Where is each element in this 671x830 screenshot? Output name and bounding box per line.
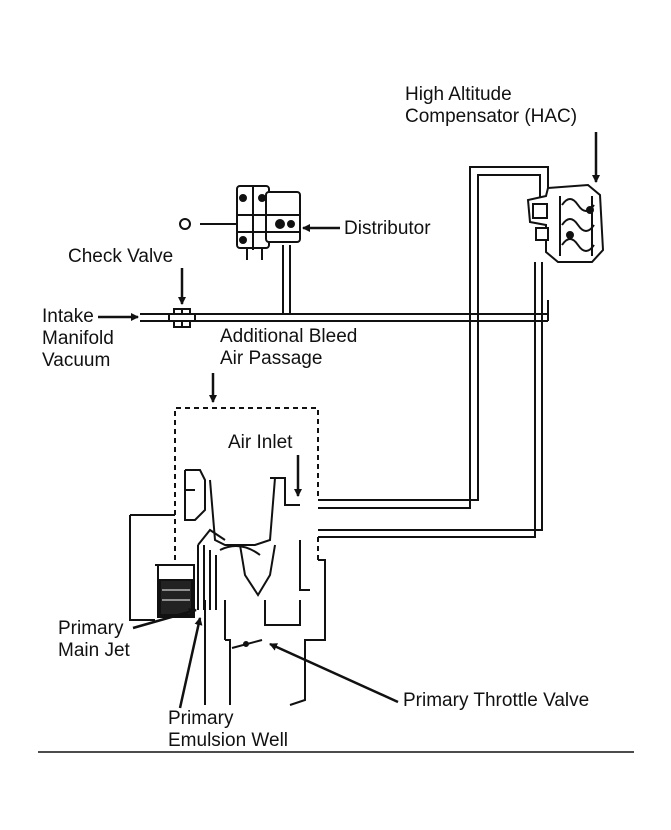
distributor-unit	[200, 185, 301, 260]
emulsion-well-label-line2: Emulsion Well	[168, 730, 289, 751]
emulsion-well-label-line1: Primary	[168, 708, 234, 729]
hac-unit	[526, 183, 605, 263]
intake-label-line1: Intake	[42, 306, 94, 327]
bleed-label-line1: Additional Bleed	[220, 326, 358, 347]
distributor-shaft-end	[179, 218, 191, 230]
main-jet-label-line2: Main Jet	[58, 640, 130, 661]
carburetor-body	[129, 469, 326, 706]
intake-label-line2: Manifold	[42, 328, 114, 349]
main-jet-label-line1: Primary	[58, 618, 124, 639]
distributor-label: Distributor	[344, 218, 431, 239]
distributor-vacuum-hose	[282, 245, 291, 314]
throttle-valve-label: Primary Throttle Valve	[403, 690, 590, 711]
check-valve	[168, 308, 196, 328]
air-inlet-label: Air Inlet	[228, 432, 293, 453]
hac-hose-loop	[318, 166, 549, 538]
check-valve-label: Check Valve	[68, 246, 174, 267]
emulsion-well	[197, 528, 261, 610]
bleed-label-line2: Air Passage	[220, 348, 323, 369]
vacuum-line	[140, 300, 549, 322]
throttle-valve	[231, 639, 263, 649]
intake-label-line3: Vacuum	[42, 350, 111, 371]
leader-arrows	[98, 132, 600, 709]
hac-label-line1: High Altitude	[405, 84, 512, 105]
hac-label-line2: Compensator (HAC)	[405, 106, 578, 127]
float-bowl	[157, 564, 195, 618]
air-horn-outline	[174, 407, 319, 560]
